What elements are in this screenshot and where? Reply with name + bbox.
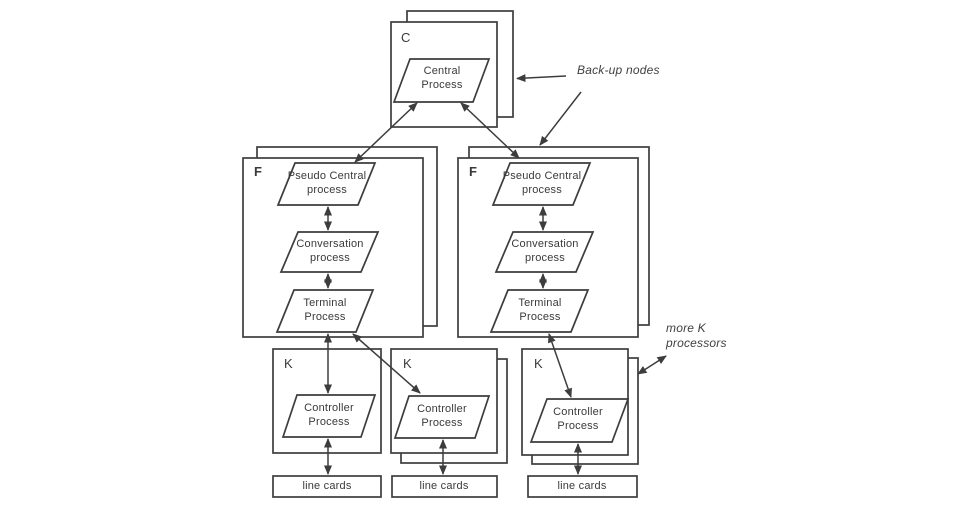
central-process-shape bbox=[392, 58, 491, 103]
k1-controller-line2: Process bbox=[308, 415, 350, 428]
k1-controller-label: Controller Process bbox=[269, 402, 389, 429]
f-left-terminal-line1: Terminal bbox=[303, 297, 347, 309]
k3-controller-line1: Controller bbox=[553, 406, 603, 418]
f-left-conversation-label: Conversation process bbox=[270, 238, 390, 265]
central-process-line1: Central bbox=[423, 65, 461, 77]
f-left-conversation-shape bbox=[279, 231, 380, 273]
f-left-terminal-line2: Process bbox=[304, 310, 346, 323]
f-right-pseudo-line2: process bbox=[522, 183, 562, 196]
k1-controller-shape bbox=[281, 394, 377, 438]
backup-nodes-annotation: Back-up nodes bbox=[577, 63, 660, 77]
backup-nodes-arrow-to-stack bbox=[516, 74, 567, 83]
k3-controller-label: Controller Process bbox=[518, 406, 638, 433]
backup-nodes-arrow-to-f-right bbox=[539, 91, 582, 146]
f-left-node-tag: F bbox=[254, 164, 263, 179]
f-right-pseudo-line1: Pseudo Central bbox=[502, 170, 582, 182]
k3-line-cards-box bbox=[527, 475, 638, 498]
f-right-terminal-label: Terminal Process bbox=[480, 297, 600, 324]
k1-node-tag: K bbox=[284, 356, 293, 371]
f-right-conversation-shape bbox=[494, 231, 595, 273]
f-right-conversation-label: Conversation process bbox=[485, 238, 605, 265]
more-k-processors-annotation: more K processors bbox=[666, 321, 751, 351]
k2-controller-line2: Process bbox=[421, 416, 463, 429]
f-left-conversation-line1: Conversation bbox=[296, 238, 364, 250]
f-right-terminal-line1: Terminal bbox=[518, 297, 562, 309]
f-left-conversation-line2: process bbox=[310, 251, 350, 264]
k2-controller-line1: Controller bbox=[417, 403, 467, 415]
k1-line-cards-box bbox=[272, 475, 382, 498]
k3-controller-shape bbox=[529, 398, 630, 443]
k2-line-cards-label: line cards bbox=[419, 480, 469, 492]
more-k-line1: more K bbox=[666, 321, 706, 335]
f-left-pseudo-central-shape bbox=[276, 162, 377, 206]
k3-line-cards-label: line cards bbox=[557, 480, 607, 492]
more-k-line2: processors bbox=[666, 336, 727, 350]
k2-line-cards-box bbox=[391, 475, 498, 498]
f-left-terminal-shape bbox=[275, 289, 375, 333]
f-right-conversation-line1: Conversation bbox=[511, 238, 579, 250]
f-left-pseudo-central-label: Pseudo Central process bbox=[267, 170, 387, 197]
central-process-label: Central Process bbox=[397, 65, 487, 92]
k2-node-tag: K bbox=[403, 356, 412, 371]
more-k-processors-arrow bbox=[637, 355, 667, 375]
f-right-terminal-line2: Process bbox=[519, 310, 561, 323]
central-to-f-left-link bbox=[354, 102, 418, 163]
k2-controller-label: Controller Process bbox=[382, 403, 502, 430]
f-left-terminal-label: Terminal Process bbox=[265, 297, 385, 324]
central-to-f-right-link bbox=[460, 102, 520, 159]
f-left-pseudo-line1: Pseudo Central bbox=[287, 170, 367, 182]
k3-controller-line2: Process bbox=[557, 419, 599, 432]
k3-node-tag: K bbox=[534, 356, 543, 371]
f-right-pseudo-central-label: Pseudo Central process bbox=[482, 170, 602, 197]
k1-line-cards-label: line cards bbox=[302, 480, 352, 492]
terminal-right-to-k3-link bbox=[548, 333, 572, 398]
c-node-tag: C bbox=[401, 30, 411, 45]
k2-controller-shape bbox=[393, 395, 491, 439]
f-right-terminal-shape bbox=[489, 289, 590, 333]
f-right-pseudo-central-shape bbox=[491, 162, 592, 206]
central-process-line2: Process bbox=[421, 78, 463, 91]
k1-controller-line1: Controller bbox=[304, 402, 354, 414]
f-left-pseudo-line2: process bbox=[307, 183, 347, 196]
f-right-node-tag: F bbox=[469, 164, 478, 179]
f-right-conversation-line2: process bbox=[525, 251, 565, 264]
terminal-left-to-k2-link bbox=[352, 333, 421, 394]
